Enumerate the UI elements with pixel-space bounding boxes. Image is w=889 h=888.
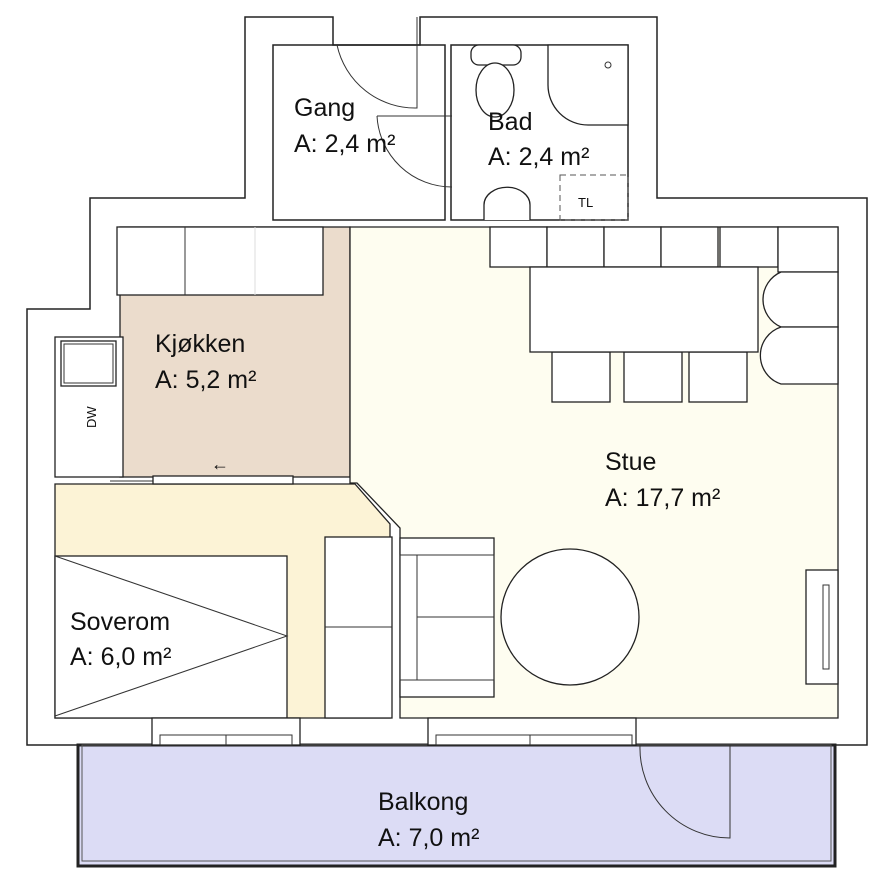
dishwasher-label: DW	[84, 406, 99, 428]
room-gang	[272, 44, 446, 221]
svg-text:Bad: Bad	[488, 108, 532, 136]
svg-text:A: 6,0 m²: A: 6,0 m²	[70, 643, 171, 671]
windows	[151, 475, 637, 746]
svg-text:A: 17,7 m²: A: 17,7 m²	[605, 484, 720, 512]
svg-text:Balkong: Balkong	[378, 788, 468, 816]
svg-text:A: 2,4 m²: A: 2,4 m²	[294, 130, 395, 158]
tv-cabinet	[805, 569, 839, 685]
bed	[54, 555, 288, 719]
svg-text:Kjøkken: Kjøkken	[155, 330, 245, 358]
svg-text:Stue: Stue	[605, 448, 656, 476]
svg-text:A: 2,4 m²: A: 2,4 m²	[488, 143, 589, 171]
dining-chairs	[489, 226, 839, 403]
coffee-table	[500, 548, 640, 686]
washbasin-icon	[483, 186, 531, 220]
label-soverom: Soverom A: 6,0 m²	[70, 608, 171, 671]
shower-icon	[547, 44, 629, 126]
sink-icon	[60, 340, 117, 387]
bathroom-door[interactable]	[376, 115, 453, 188]
label-gang: Gang A: 2,4 m²	[294, 94, 395, 158]
washer-space	[559, 174, 629, 221]
sliding-door-arrow: ←	[211, 454, 229, 474]
label-bad: Bad A: 2,4 m²	[488, 108, 589, 171]
svg-text:Gang: Gang	[294, 94, 355, 122]
room-balkong	[76, 743, 837, 868]
kitchen-counter	[116, 226, 324, 296]
room-bad	[450, 44, 629, 221]
svg-text:A: 5,2 m²: A: 5,2 m²	[155, 366, 256, 394]
label-kjokken: Kjøkken A: 5,2 m²	[155, 330, 256, 394]
dining-table	[529, 266, 759, 353]
svg-text:A: 7,0 m²: A: 7,0 m²	[378, 824, 479, 852]
label-stue: Stue A: 17,7 m²	[605, 448, 720, 512]
toilet-icon	[470, 44, 522, 66]
label-balkong: Balkong A: 7,0 m²	[378, 788, 479, 852]
balcony-door[interactable]	[639, 744, 731, 839]
washer-label: TL	[578, 195, 593, 210]
svg-text:Soverom: Soverom	[70, 608, 170, 636]
entrance-door[interactable]	[336, 17, 418, 109]
